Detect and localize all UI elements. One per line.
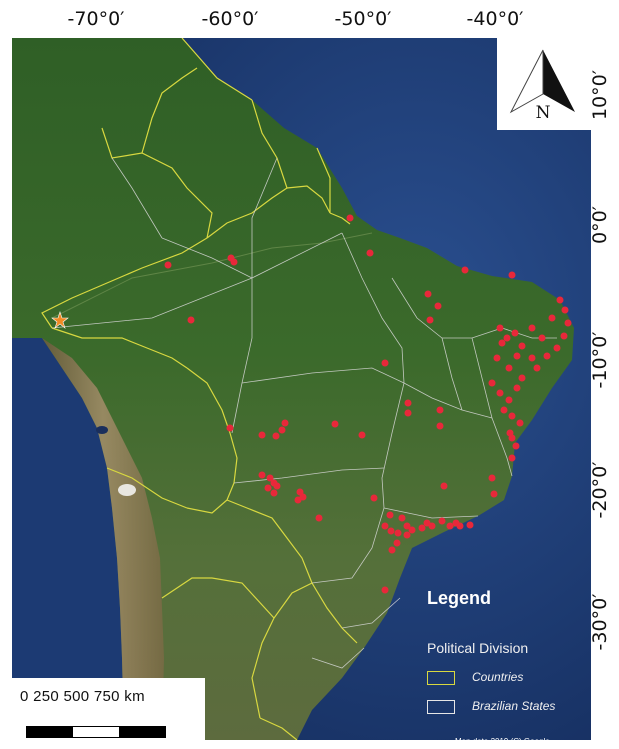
latitude-label: -30°0′ (589, 593, 611, 651)
scale-bar-labels: 0 250 500 750 km (20, 688, 145, 705)
salt-flat (118, 484, 136, 496)
longitude-label: -40°0′ (466, 8, 524, 30)
scale-bar-box: 0 250 500 750 km (12, 678, 205, 744)
amazon-river (51, 232, 373, 319)
legend-item-label: Brazilian States (472, 699, 556, 713)
scale-bar (26, 726, 166, 738)
latitude-label: 10°0′ (589, 69, 611, 121)
pacific-ocean (12, 338, 124, 740)
state-borders (51, 157, 557, 669)
latitude-label: -20°0′ (589, 461, 611, 519)
country-borders (41, 38, 358, 740)
legend-title: Legend (427, 588, 492, 608)
occurrence-points (164, 214, 572, 594)
states-swatch (427, 700, 455, 714)
latitude-label: -10°0′ (589, 331, 611, 389)
map-attribution: Map data 2019 (C) Google (455, 737, 550, 746)
scale-segment (27, 727, 73, 737)
satellite-map[interactable] (12, 38, 591, 740)
longitude-label: -50°0′ (334, 8, 392, 30)
legend-subtitle: Political Division (427, 640, 529, 656)
map-frame[interactable] (12, 38, 591, 740)
scale-segment (119, 727, 165, 737)
north-arrow: N (497, 38, 591, 130)
latitude-label: 0°0′ (589, 206, 611, 244)
andes-mountains (42, 338, 164, 740)
north-label: N (536, 103, 551, 123)
legend-item-label: Countries (472, 670, 524, 684)
scale-segment (73, 727, 119, 737)
longitude-label: -70°0′ (67, 8, 125, 30)
longitude-label: -60°0′ (201, 8, 259, 30)
lake (96, 426, 108, 434)
north-arrow-icon: N (509, 49, 575, 123)
highlight-star-point (51, 311, 69, 329)
countries-swatch (427, 671, 455, 685)
